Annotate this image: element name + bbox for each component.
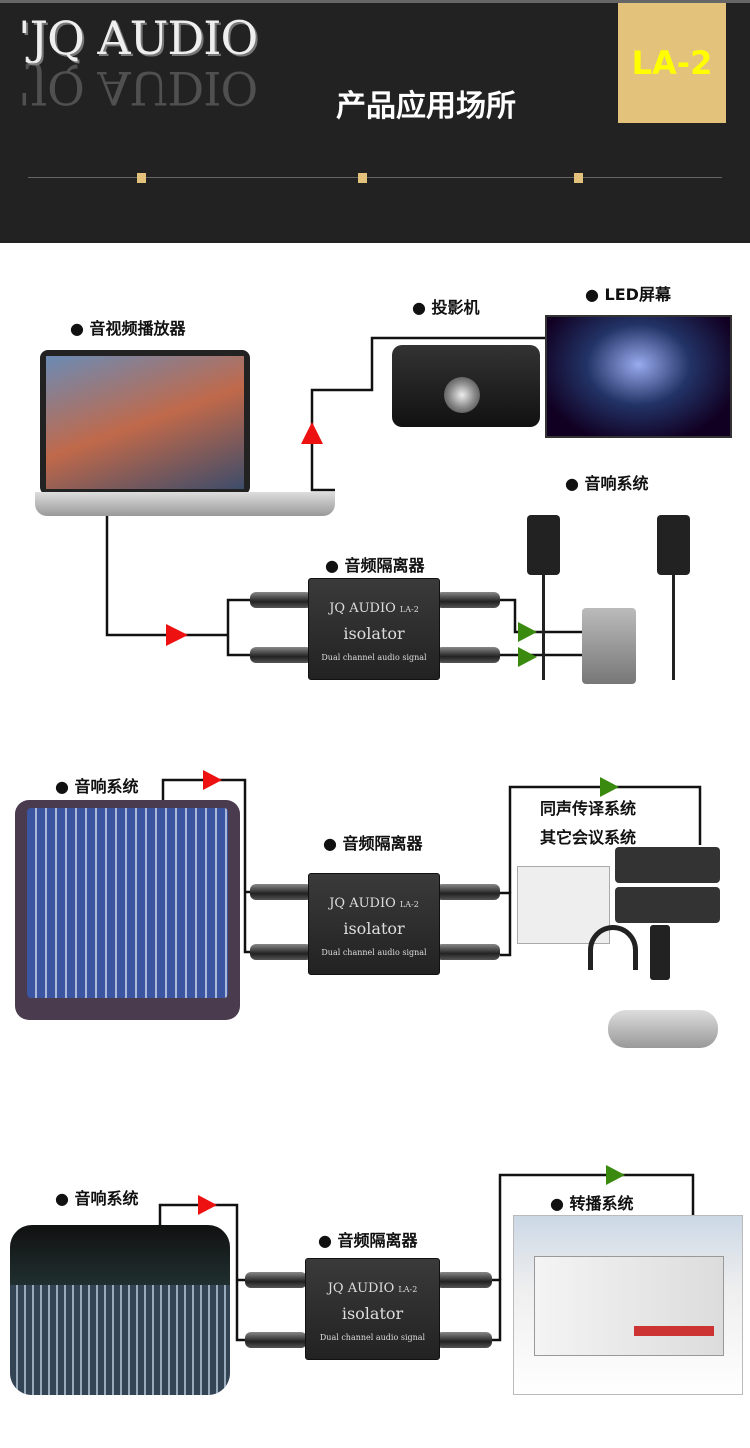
brand-logo: 'JQ AUDIO	[18, 11, 258, 65]
isolator-name: isolator	[341, 1304, 404, 1323]
label-isolator: ● 音频隔离器	[325, 556, 425, 575]
label-led: ● LED屏幕	[585, 285, 671, 304]
console-image	[10, 1225, 230, 1395]
label-conference: 其它会议系统	[540, 828, 637, 847]
xlr-connector	[436, 1272, 492, 1288]
projector-image	[392, 345, 540, 427]
xlr-connector	[250, 592, 312, 608]
label-interpretation: 同声传译系统	[540, 799, 637, 818]
amplifier-image	[615, 887, 720, 923]
isolator-brand: JQ AUDIO	[329, 896, 396, 911]
headphones-image	[588, 925, 638, 970]
broadcast-truck-image	[513, 1215, 743, 1395]
isolator-model: LA-2	[398, 1285, 418, 1294]
isolator-model: LA-2	[399, 900, 419, 909]
label-speakers: ● 音响系统	[55, 1189, 139, 1208]
divider-marker	[574, 173, 583, 183]
arrow-right-icon	[600, 777, 619, 797]
label-isolator: ● 音频隔离器	[323, 834, 423, 853]
xlr-connector	[436, 592, 500, 608]
xlr-connector	[436, 647, 500, 663]
isolator-device: JQ AUDIO LA-2 isolator Dual channel audi…	[308, 873, 440, 975]
arrow-right-icon	[518, 622, 537, 642]
arrow-right-icon	[198, 1195, 217, 1215]
arrow-right-icon	[166, 624, 188, 646]
label-player: ● 音视频播放器	[70, 319, 186, 338]
speaker-image	[527, 515, 560, 575]
arrow-right-icon	[518, 647, 537, 667]
isolator-device: JQ AUDIO LA-2 isolator Dual channel audi…	[308, 578, 440, 680]
label-isolator: ● 音频隔离器	[318, 1231, 418, 1250]
isolator-brand: JQ AUDIO	[327, 1281, 395, 1296]
mixer-image	[582, 608, 636, 684]
conference-unit-image	[608, 1010, 718, 1048]
speaker-stand	[542, 575, 545, 680]
label-speakers: ● 音响系统	[565, 474, 649, 493]
venice-mixer-image	[15, 800, 240, 1020]
laptop-image	[40, 350, 250, 495]
arrow-right-icon	[203, 770, 222, 790]
isolator-desc: Dual channel audio signal	[321, 948, 427, 957]
xlr-connector	[250, 647, 312, 663]
xlr-connector	[250, 944, 312, 960]
led-screen-image	[545, 315, 732, 438]
panel-image	[517, 866, 610, 944]
divider-marker	[358, 173, 367, 183]
isolator-device: JQ AUDIO LA-2 isolator Dual channel audi…	[305, 1258, 440, 1360]
arrow-up-icon	[301, 422, 323, 444]
model-badge: LA-2	[618, 3, 726, 123]
xlr-connector	[436, 884, 500, 900]
speaker-image	[657, 515, 690, 575]
isolator-brand: JQ AUDIO	[329, 601, 396, 616]
isolator-name: isolator	[343, 624, 405, 643]
isolator-name: isolator	[343, 919, 405, 938]
model-label: LA-2	[631, 44, 713, 82]
receiver-image	[650, 925, 670, 980]
isolator-desc: Dual channel audio signal	[321, 653, 427, 662]
label-speakers: ● 音响系统	[55, 777, 139, 796]
xlr-connector	[245, 1332, 307, 1348]
page-title: 产品应用场所	[336, 89, 516, 124]
isolator-desc: Dual channel audio signal	[319, 1333, 426, 1342]
laptop-base	[35, 492, 335, 516]
isolator-model: LA-2	[399, 605, 419, 614]
xlr-connector	[245, 1272, 307, 1288]
speaker-stand	[672, 575, 675, 680]
label-projector: ● 投影机	[412, 298, 480, 317]
amplifier-image	[615, 847, 720, 883]
header-banner: 'JQ AUDIO 'JQ AUDIO 产品应用场所 LA-2	[0, 0, 750, 243]
label-broadcast: ● 转播系统	[550, 1194, 634, 1213]
divider	[28, 177, 722, 178]
xlr-connector	[436, 1332, 492, 1348]
xlr-connector	[436, 944, 500, 960]
xlr-connector	[250, 884, 312, 900]
arrow-right-icon	[606, 1165, 625, 1185]
divider-marker	[137, 173, 146, 183]
